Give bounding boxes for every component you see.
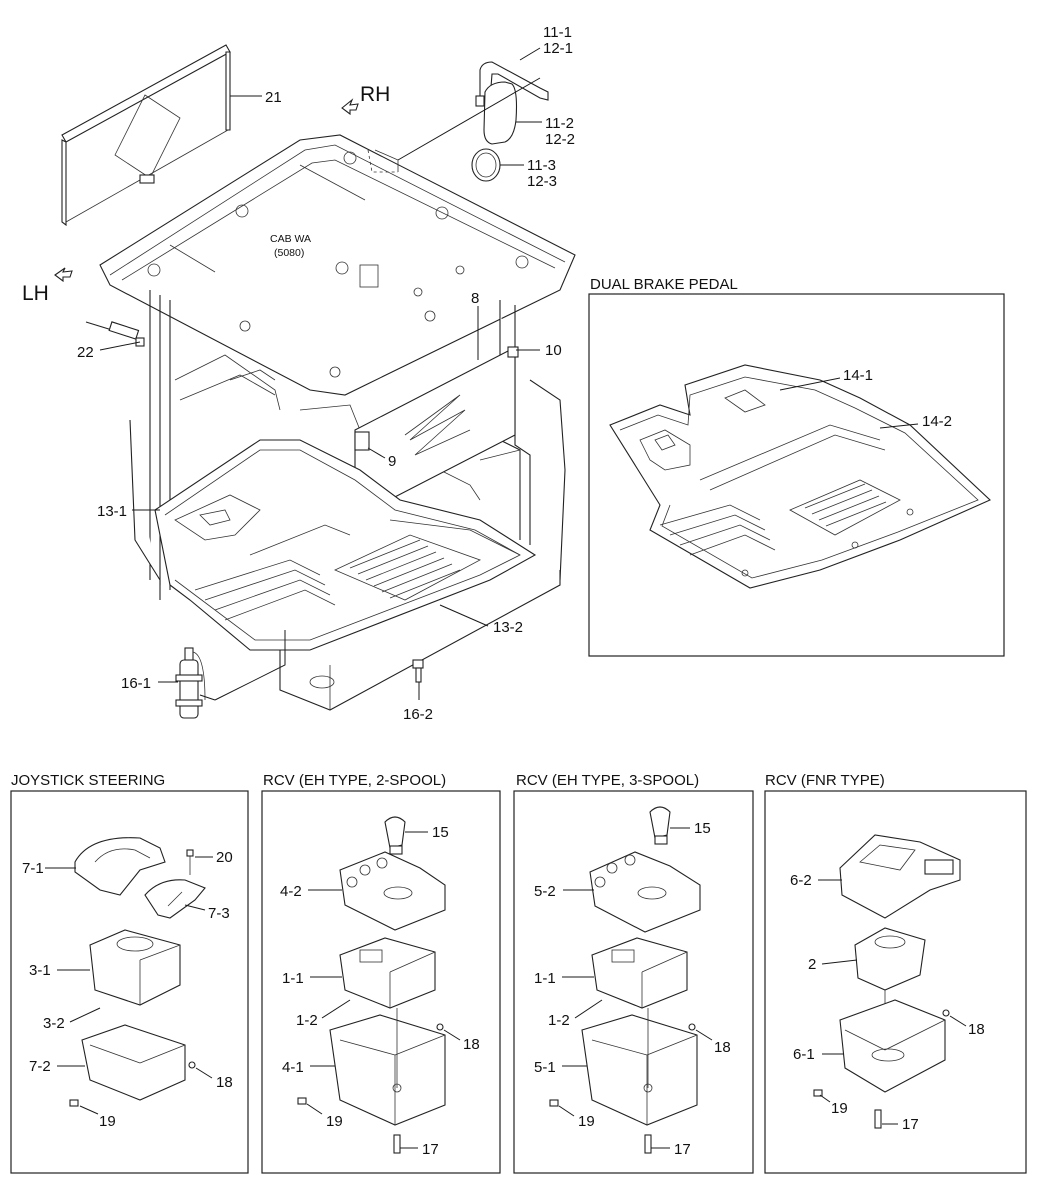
cab-roof: [99, 134, 576, 396]
lh-arrow-icon: [54, 267, 73, 283]
callout-8: 8: [471, 290, 479, 307]
callout-19-2spool: 19: [326, 1113, 343, 1130]
floor-mat: [154, 439, 537, 651]
panel-rcv-fnr: RCV (FNR TYPE) 6-2 2 18 6-1 19 17: [764, 772, 1027, 1174]
mirror-assembly: [471, 61, 549, 182]
callout-13-1: 13-1: [97, 503, 127, 520]
callout-7-1: 7-1: [22, 860, 44, 877]
callout-6-2: 6-2: [790, 872, 812, 889]
callout-2: 2: [808, 956, 816, 973]
callout-16-2: 16-2: [403, 706, 433, 723]
callout-7-3: 7-3: [208, 905, 230, 922]
direction-indicators: RH LH: [22, 83, 390, 305]
panel-title-rcv-3spool: RCV (EH TYPE, 3-SPOOL): [516, 772, 699, 789]
gas-spring: [85, 321, 145, 347]
panel-rcv-3spool: RCV (EH TYPE, 3-SPOOL): [513, 772, 754, 1174]
callout-1-1-2spool: 1-1: [282, 970, 304, 987]
panel-frame-dual-brake: [588, 293, 1005, 657]
callout-7-2: 7-2: [29, 1058, 51, 1075]
main-leader-lines: [99, 47, 542, 701]
panel-frame-rcv-2spool: [261, 790, 501, 1174]
callout-21: 21: [265, 89, 282, 106]
callout-10: 10: [545, 342, 562, 359]
fire-extinguisher: [175, 647, 206, 719]
panel-dual-brake-pedal: DUAL BRAKE PEDAL 14-1 14-2: [588, 276, 1005, 657]
direction-rh-label: RH: [360, 83, 390, 106]
rh-arrow-icon: [341, 98, 359, 116]
panel-joystick-steering: JOYSTICK STEERING 7-1 20 7-3: [10, 772, 249, 1174]
callout-11-2: 11-2: [545, 115, 574, 132]
callout-1-1-3spool: 1-1: [534, 970, 556, 987]
callout-11-3: 11-3: [527, 157, 556, 174]
callout-15-3spool: 15: [694, 820, 711, 837]
panel-frame-rcv-fnr: [764, 790, 1027, 1174]
callout-18-2spool: 18: [463, 1036, 480, 1053]
cab-frame: [129, 290, 566, 711]
callout-11-1: 11-1: [543, 24, 572, 41]
panel-title-joystick: JOYSTICK STEERING: [11, 772, 165, 789]
callout-22: 22: [77, 344, 94, 361]
panel-title-rcv-2spool: RCV (EH TYPE, 2-SPOOL): [263, 772, 446, 789]
callout-17-2spool: 17: [422, 1141, 439, 1158]
cab-assembly-view: RH LH CAB WA (5080) 21 11-1 12-1: [22, 24, 576, 723]
callout-17-fnr: 17: [902, 1116, 919, 1133]
callout-19-joystick: 19: [99, 1113, 116, 1130]
callout-14-1: 14-1: [843, 367, 873, 384]
callout-14-2: 14-2: [922, 413, 952, 430]
callout-19-3spool: 19: [578, 1113, 595, 1130]
callout-1-2-2spool: 1-2: [296, 1012, 318, 1029]
dual-brake-floor-mat: [609, 364, 991, 589]
panel-title-dual-brake: DUAL BRAKE PEDAL: [590, 276, 738, 293]
callout-15-2spool: 15: [432, 824, 449, 841]
callout-18-3spool: 18: [714, 1039, 731, 1056]
panel-rcv-2spool: RCV (EH TYPE, 2-SPOOL): [261, 772, 501, 1174]
callout-3-2: 3-2: [43, 1015, 65, 1032]
callout-1-2-3spool: 1-2: [548, 1012, 570, 1029]
callout-5-1: 5-1: [534, 1059, 556, 1076]
callout-16-1: 16-1: [121, 675, 151, 692]
panel-title-rcv-fnr: RCV (FNR TYPE): [765, 772, 885, 789]
cab-label-line2: (5080): [274, 247, 304, 259]
callout-12-1: 12-1: [543, 40, 573, 57]
callout-3-1: 3-1: [29, 962, 51, 979]
cab-label-line1: CAB WA: [270, 233, 311, 245]
callout-12-3: 12-3: [527, 173, 557, 190]
callout-17-3spool: 17: [674, 1141, 691, 1158]
panel-frame-rcv-3spool: [513, 790, 754, 1174]
panel-frame-joystick: [10, 790, 249, 1174]
callout-5-2: 5-2: [534, 883, 556, 900]
callout-4-2: 4-2: [280, 883, 302, 900]
callout-20: 20: [216, 849, 233, 866]
sunshade-roller: [61, 44, 231, 227]
bolt-16-2: [412, 659, 424, 683]
callout-13-2: 13-2: [493, 619, 523, 636]
direction-lh-label: LH: [22, 282, 49, 305]
callout-4-1: 4-1: [282, 1059, 304, 1076]
callout-18-fnr: 18: [968, 1021, 985, 1038]
callout-9: 9: [388, 453, 396, 470]
callout-6-1: 6-1: [793, 1046, 815, 1063]
callout-12-2: 12-2: [545, 131, 575, 148]
callout-19-fnr: 19: [831, 1100, 848, 1117]
callout-18-joystick: 18: [216, 1074, 233, 1091]
